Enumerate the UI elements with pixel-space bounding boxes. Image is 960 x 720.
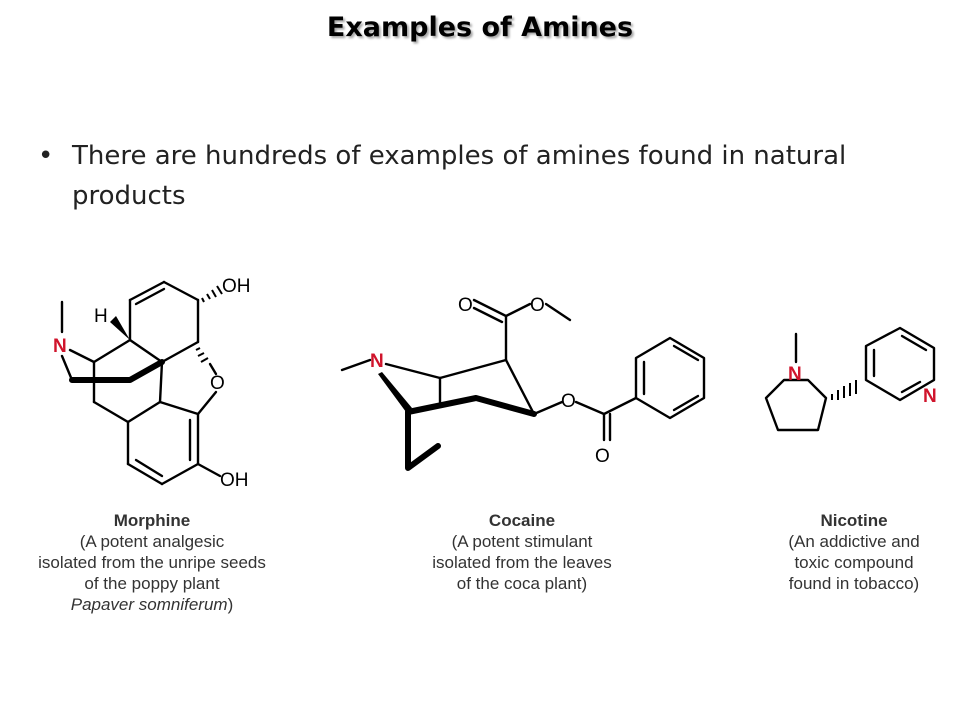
morphine-n-label: N [53,336,67,357]
morphine-desc-line3: of the poppy plant [84,574,220,593]
nicotine-desc-line1: (An addictive and [788,532,920,551]
nicotine-caption: Nicotine (An addictive and toxic compoun… [764,510,944,594]
morphine-name: Morphine [113,511,191,530]
nicotine-n-pyrrolidine-label: N [788,364,802,385]
cocaine-desc-line2: isolated from the leaves [432,553,612,572]
morphine-o-ring-label: O [210,373,225,394]
morphine-species: Papaver somniferum [70,595,228,614]
slide-title: Examples of Amines [326,12,634,43]
morphine-desc-line4: Papaver somniferum) [10,594,294,615]
bullet-item: • There are hundreds of examples of amin… [38,136,918,216]
cocaine-o-carbonyl1-label: O [458,295,473,316]
morphine-caption: Morphine (A potent analgesic isolated fr… [10,510,294,615]
nicotine-desc-line2: toxic compound [794,553,914,572]
cocaine-structure: N O O O O [340,295,706,471]
cocaine-desc-line3: of the coca plant) [456,574,588,593]
nicotine-structure: N N [764,326,937,432]
cocaine-o-ester2-label: O [561,391,576,412]
cocaine-o-ester1-label: O [530,295,545,316]
morphine-oh-top-label: OH [222,276,251,297]
nicotine-desc-line3: found in tobacco) [788,574,920,593]
nicotine-name: Nicotine [820,511,888,530]
morphine-desc-line1: (A potent analgesic [79,532,225,551]
cocaine-caption: Cocaine (A potent stimulant isolated fro… [402,510,642,594]
morphine-oh-bottom-label: OH [220,470,249,491]
morphine-structure: N H OH O OH [53,276,251,491]
morphine-h-label: H [94,306,108,327]
morphine-desc-close: ) [227,595,234,614]
nicotine-n-pyridine-label: N [923,386,937,407]
cocaine-name: Cocaine [488,511,556,530]
cocaine-n-label: N [370,351,384,372]
bullet-dot: • [38,141,54,171]
bullet-text: There are hundreds of examples of amines… [72,141,847,211]
morphine-desc-line2: isolated from the unripe seeds [38,553,266,572]
cocaine-desc-line1: (A potent stimulant [451,532,593,551]
cocaine-o-carbonyl2-label: O [595,446,610,467]
